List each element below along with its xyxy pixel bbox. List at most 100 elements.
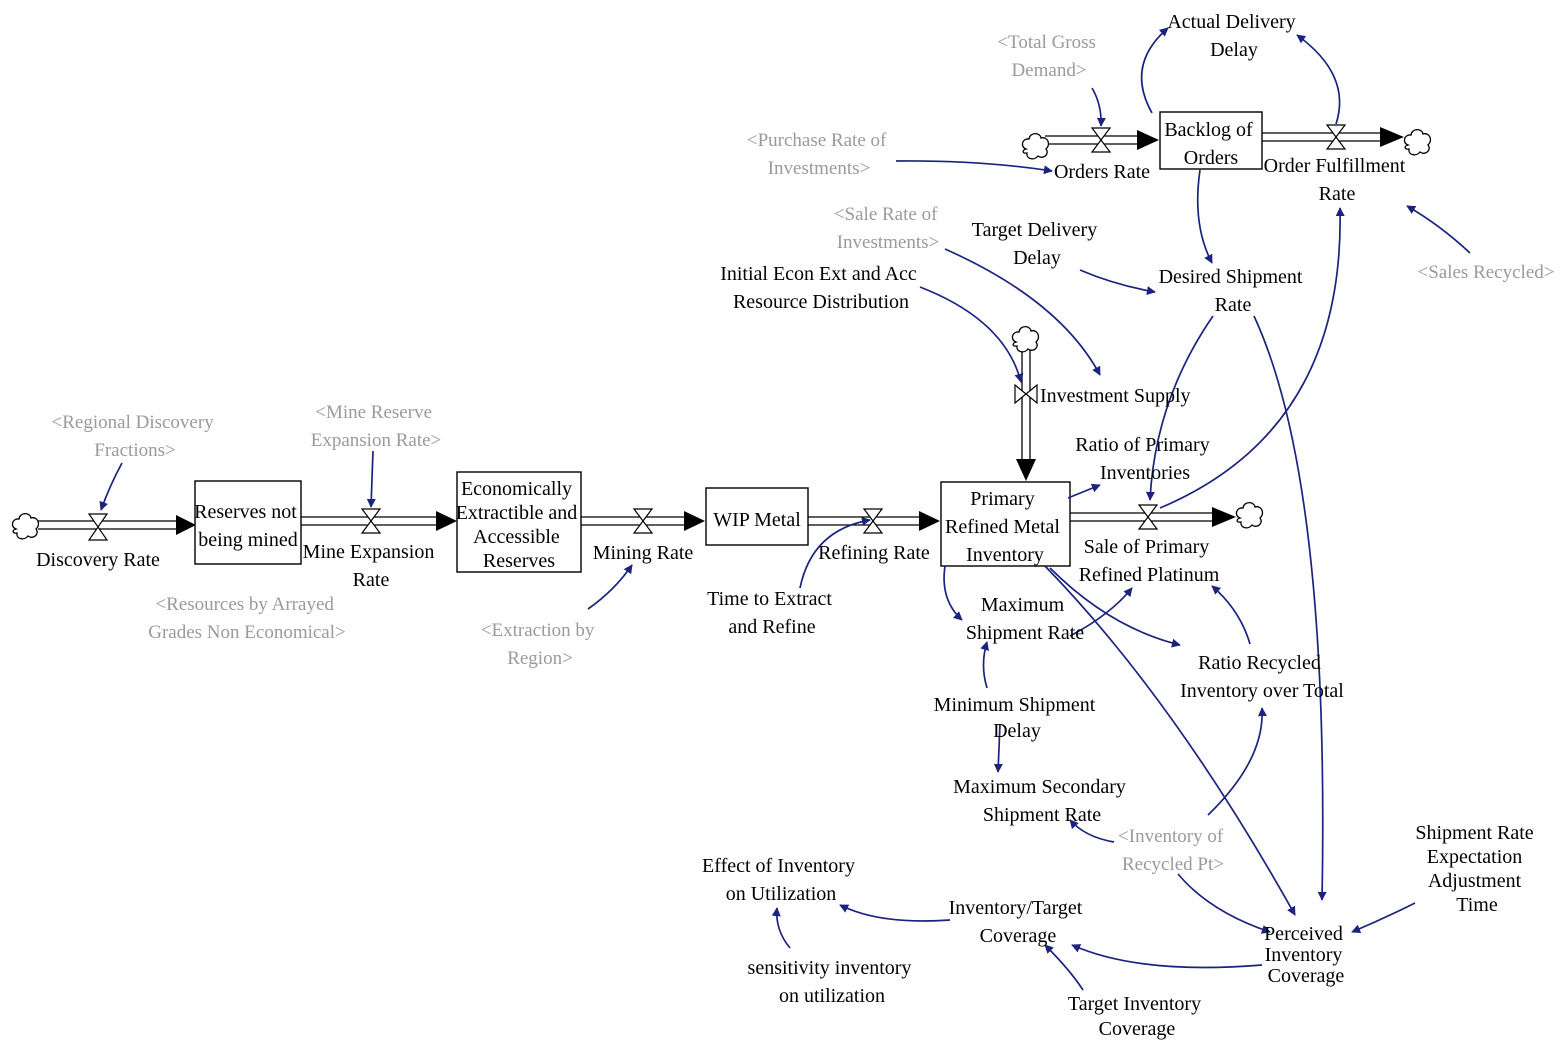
var-ratio-primary-line: Inventories [1100,462,1190,484]
shadow-purchase-rate-line: Investments> [768,158,871,179]
var-max-secondary: Maximum Secondary Shipment Rate [953,776,1131,826]
flow-order-fulfillment-line: Order Fulfillment [1264,155,1406,177]
flow-refining-rate: Refining Rate [818,542,930,564]
var-ratio-recycled-line: Ratio Recycled [1198,652,1321,674]
flow-mining-rate: Mining Rate [593,542,694,564]
var-max-shipment-rate-line: Shipment Rate [966,622,1084,644]
flow-sale-primary-line: Sale of Primary [1084,536,1210,558]
var-desired-shipment-rate-line: Rate [1215,294,1252,316]
flow-mine-expansion-rate: Mine Expansion Rate [303,541,440,591]
shadow-sale-rate-line: Investments> [837,232,940,253]
fulfillment-pipe [1262,127,1404,147]
cloud-orders-source [1021,132,1050,160]
valve-refining-rate [862,508,884,534]
var-target-delivery-delay-line: Target Delivery [972,219,1097,241]
shadow-inventory-recycled: <Inventory of Recycled Pt> [1118,826,1228,875]
mine-expansion-pipe [301,511,457,531]
stock-box-reserves-not-mined [194,480,302,565]
flow-investment-supply-line: Investment Supply [1040,385,1191,407]
var-desired-shipment-rate: Desired Shipment Rate [1159,266,1308,316]
shadow-resources-arrayed: <Resources by Arrayed Grades Non Economi… [148,594,346,643]
var-inventory-target: Inventory/Target Coverage [949,897,1088,947]
var-perceived-coverage-line: Inventory [1265,944,1343,966]
shadow-sale-rate: <Sale Rate of Investments> [834,204,942,253]
cloud-discovery-source [11,512,40,540]
causal-links [99,27,1471,991]
stock-wip-metal: WIP Metal [713,509,801,531]
flow-discovery-rate-line: Discovery Rate [36,549,160,571]
var-actual-delivery-delay-line: Delay [1210,39,1258,61]
var-time-to-extract-line: and Refine [728,616,815,638]
flow-order-fulfillment: Order Fulfillment Rate [1264,155,1411,205]
var-shipment-expectation-line: Shipment Rate [1415,822,1533,844]
shadow-inventory-recycled-line: <Inventory of [1118,826,1224,847]
var-ratio-recycled: Ratio Recycled Inventory over Total [1180,652,1344,702]
flow-orders-rate: Orders Rate [1054,161,1150,183]
flow-mining-rate-line: Mining Rate [593,542,694,564]
cloud-investment-source [1011,325,1040,353]
var-inventory-target-line: Inventory/Target [949,897,1083,919]
var-min-shipment-delay: Minimum Shipment Delay [934,694,1101,742]
discovery-pipe [38,515,196,535]
shadow-sales-recycled-line: <Sales Recycled> [1418,262,1555,283]
var-effect-inventory-line: Effect of Inventory [702,855,855,877]
var-max-secondary-line: Maximum Secondary [953,776,1126,798]
stock-box-backlog [1159,111,1263,170]
stock-backlog: Backlog of Orders [1164,119,1257,169]
stock-economic-reserves-line: Extractible and [456,502,578,524]
sale-pipe [1070,507,1236,527]
flow-sale-primary: Sale of Primary Refined Platinum [1079,536,1220,586]
stock-economic-reserves: Economically Extractible and Accessible … [456,478,583,572]
investment-pipe [1016,350,1036,481]
var-time-to-extract: Time to Extract and Refine [707,588,837,638]
valve-discovery-rate [87,513,109,541]
flow-mine-expansion-rate-line: Rate [353,569,390,591]
flow-orders-rate-line: Orders Rate [1054,161,1150,183]
var-sensitivity: sensitivity inventory on utilization [748,957,917,1007]
shadow-purchase-rate-line: <Purchase Rate of [747,130,887,151]
valve-order-fulfillment [1325,124,1347,150]
shadow-mine-reserve-expansion: <Mine Reserve Expansion Rate> [311,402,442,451]
stock-reserves-not-mined-line: Reserves not [194,501,297,523]
var-max-shipment-rate-line: Maximum [981,594,1065,616]
cloud-fulfillment-sink [1403,128,1432,156]
cloud-sale-sink [1235,501,1264,529]
shadow-resources-arrayed-line: <Resources by Arrayed [155,594,334,615]
stock-primary-inventory: Primary Refined Metal Inventory [945,488,1065,566]
stock-primary-inventory-line: Primary [970,488,1034,510]
var-target-delivery-delay: Target Delivery Delay [972,219,1102,269]
shadow-total-gross-demand-line: <Total Gross [997,32,1096,53]
flow-order-fulfillment-line: Rate [1319,183,1356,205]
var-target-coverage-line: Target Inventory [1068,993,1201,1015]
stock-box-wip-metal [705,487,809,546]
valve-investment-supply [1014,383,1038,405]
var-min-shipment-delay-line: Minimum Shipment [934,694,1096,716]
var-initial-econ-line: Initial Econ Ext and Acc [720,263,917,285]
shadow-inventory-recycled-line: Recycled Pt> [1122,854,1224,875]
stock-reserves-not-mined-line: being mined [198,529,297,551]
shadow-mine-reserve-expansion-line: <Mine Reserve [315,402,432,423]
var-shipment-expectation-line: Adjustment [1428,870,1522,892]
shadow-regional-discovery-line: <Regional Discovery [52,412,215,433]
flow-investment-supply: Investment Supply [1040,385,1191,407]
var-shipment-expectation-line: Expectation [1427,846,1523,868]
shadow-sale-rate-line: <Sale Rate of [834,204,938,225]
flow-refining-rate-line: Refining Rate [818,542,930,564]
stock-box-economic-reserves [456,471,582,573]
var-shipment-expectation: Shipment Rate Expectation Adjustment Tim… [1415,822,1538,916]
valve-orders-rate [1090,127,1112,153]
stock-wip-metal-line: WIP Metal [713,509,801,531]
stock-primary-inventory-line: Refined Metal [945,516,1060,538]
stock-economic-reserves-line: Accessible [473,526,560,548]
shadow-extraction-region-line: <Extraction by [481,620,595,641]
var-max-secondary-line: Shipment Rate [983,804,1101,826]
flow-mine-expansion-rate-line: Mine Expansion [303,541,435,563]
stock-economic-reserves-line: Economically [461,478,572,500]
shadow-purchase-rate: <Purchase Rate of Investments> [747,130,891,179]
var-ratio-primary-line: Ratio of Primary [1075,434,1209,456]
stock-economic-reserves-line: Reserves [483,550,555,572]
shadow-regional-discovery-line: Fractions> [94,440,175,461]
var-sensitivity-line: sensitivity inventory [748,957,912,979]
shadow-resources-arrayed-line: Grades Non Economical> [148,622,346,643]
stock-backlog-line: Orders [1184,147,1239,169]
